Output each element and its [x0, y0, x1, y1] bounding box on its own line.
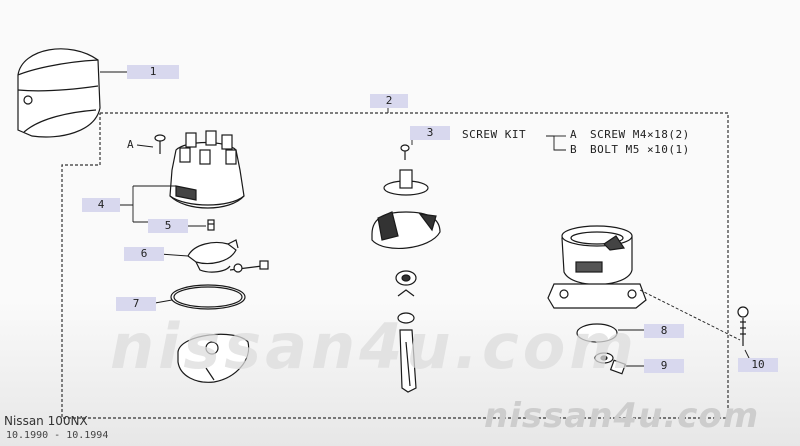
- distributor-housing-part: [547, 225, 647, 309]
- screw-kit-b-text: BOLT M5 ×10(1): [590, 143, 690, 156]
- gasket-part: [576, 323, 618, 343]
- watermark-right: nissan4u.com: [484, 396, 760, 436]
- screw-a-part: [154, 134, 166, 154]
- distributor-cap-part: [169, 130, 245, 209]
- model-dates: 10.1990 - 10.1994: [6, 430, 109, 441]
- callout-2[interactable]: 2: [370, 94, 408, 108]
- screw-kit-b-letter: B: [570, 143, 578, 156]
- callout-7[interactable]: 7: [116, 297, 156, 311]
- shaft-assembly-part: [371, 169, 441, 393]
- seal-part: [594, 352, 627, 375]
- carbon-contact-part: [207, 219, 215, 231]
- screw-kit-a-letter: A: [570, 128, 578, 141]
- callout-9[interactable]: 9: [644, 359, 684, 373]
- cap-cover-part: [17, 48, 101, 138]
- callout-1[interactable]: 1: [127, 65, 179, 79]
- callout-6[interactable]: 6: [124, 247, 164, 261]
- rotor-part: [187, 239, 269, 273]
- callout-3[interactable]: 3: [410, 126, 450, 140]
- o-ring-part: [170, 284, 246, 310]
- model-title: Nissan 100NX: [4, 414, 88, 428]
- callout-4[interactable]: 4: [82, 198, 120, 212]
- screw-b-part: [400, 144, 410, 160]
- screw-kit-a-text: SCREW M4×18(2): [590, 128, 690, 141]
- screw-kit-title: SCREW KIT: [462, 128, 527, 141]
- housing-base-part: [177, 333, 250, 383]
- callout-5[interactable]: 5: [148, 219, 188, 233]
- callout-8[interactable]: 8: [644, 324, 684, 338]
- callout-10[interactable]: 10: [738, 358, 778, 372]
- watermark-center: nissan4u.com: [110, 310, 638, 383]
- bolt-part: [737, 306, 749, 346]
- screw-a-label: A: [127, 138, 135, 151]
- assembly-boundary: [61, 112, 729, 419]
